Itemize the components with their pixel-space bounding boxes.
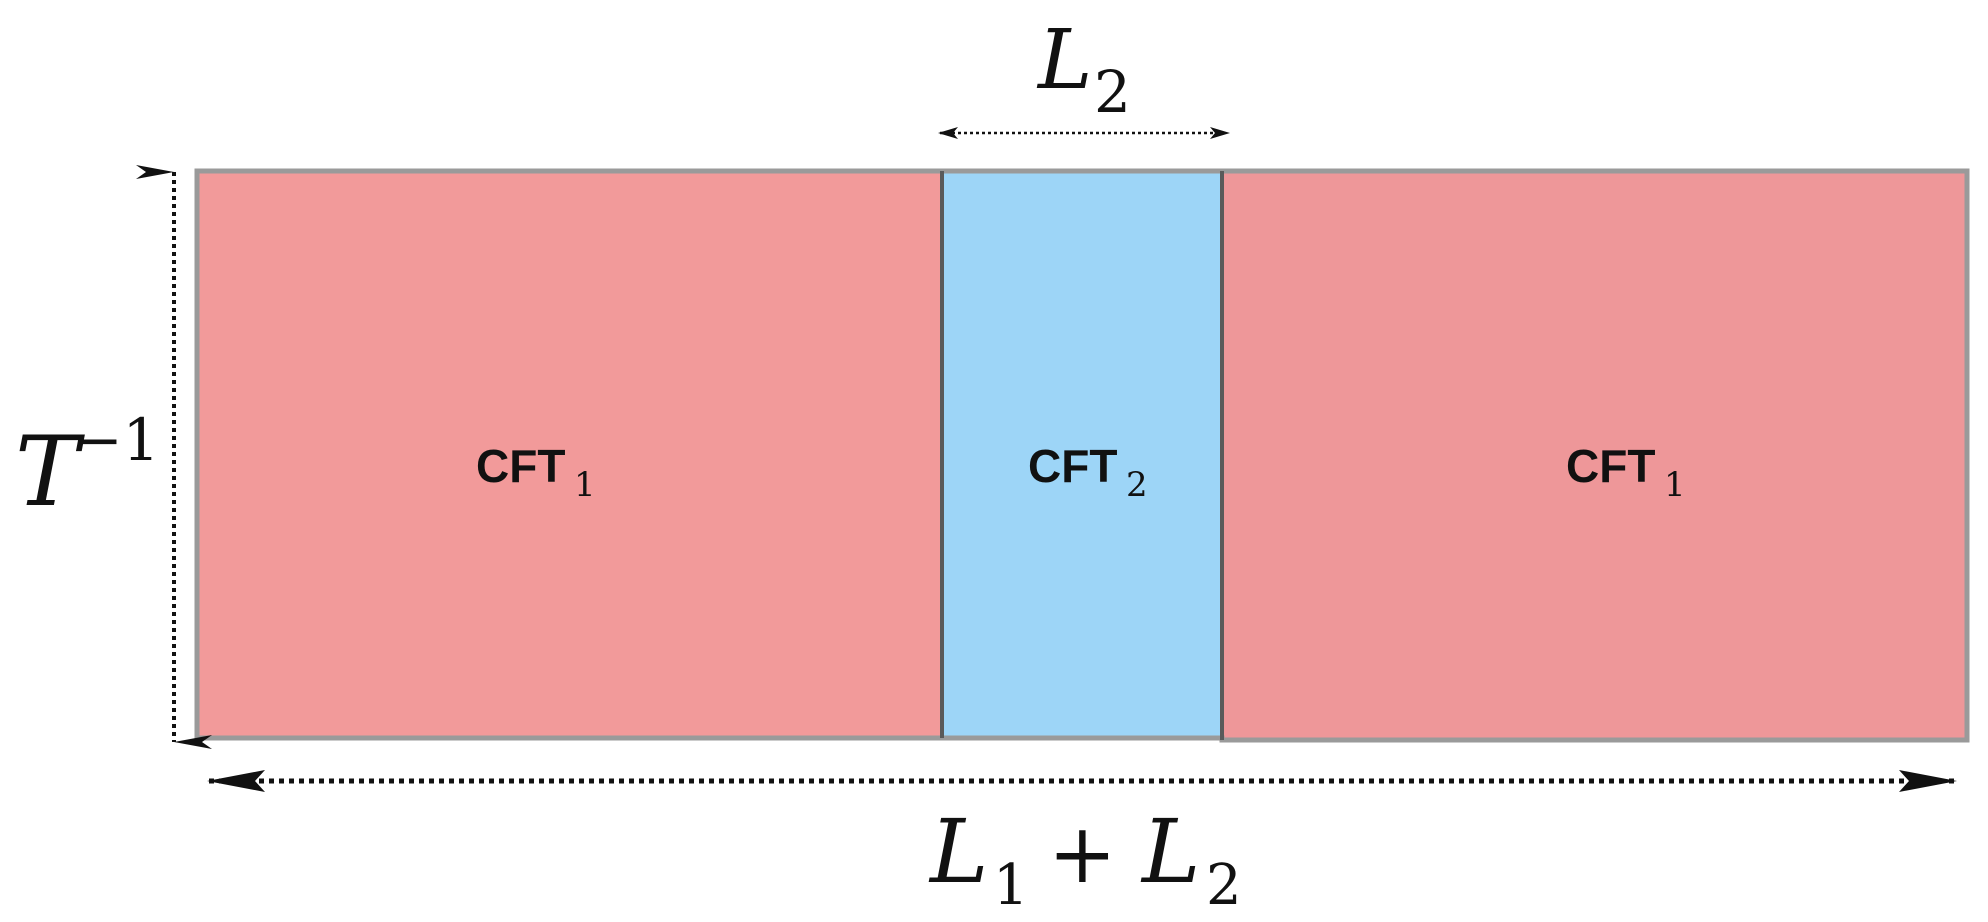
svg-text:−1: −1	[74, 406, 160, 474]
left-label: T −1	[15, 406, 160, 528]
bottom-label: L 1 + L 2	[928, 800, 1242, 918]
svg-text:1: 1	[574, 465, 596, 505]
region-cft1-left	[197, 171, 942, 738]
svg-text:2: 2	[1126, 465, 1148, 505]
svg-text:CFT: CFT	[476, 440, 565, 492]
region-cft1-right	[1222, 171, 1967, 740]
region-label-cft1-left: CFT 1	[476, 440, 596, 505]
svg-text:1: 1	[993, 853, 1029, 918]
svg-text:CFT: CFT	[1566, 440, 1655, 492]
svg-text:L: L	[928, 800, 988, 903]
region-cft2-center	[942, 171, 1222, 738]
svg-text:2: 2	[1206, 853, 1242, 918]
svg-text:CFT: CFT	[1028, 440, 1117, 492]
region-label-cft2-center: CFT 2	[1028, 440, 1148, 505]
region-label-cft1-right: CFT 1	[1566, 440, 1686, 505]
top-label: L 2	[1036, 13, 1131, 126]
svg-text:L: L	[1036, 13, 1092, 108]
svg-text:+: +	[1048, 807, 1117, 902]
svg-text:T: T	[15, 416, 85, 528]
svg-text:L: L	[1140, 800, 1200, 903]
svg-text:2: 2	[1094, 58, 1131, 126]
svg-text:1: 1	[1664, 465, 1686, 505]
